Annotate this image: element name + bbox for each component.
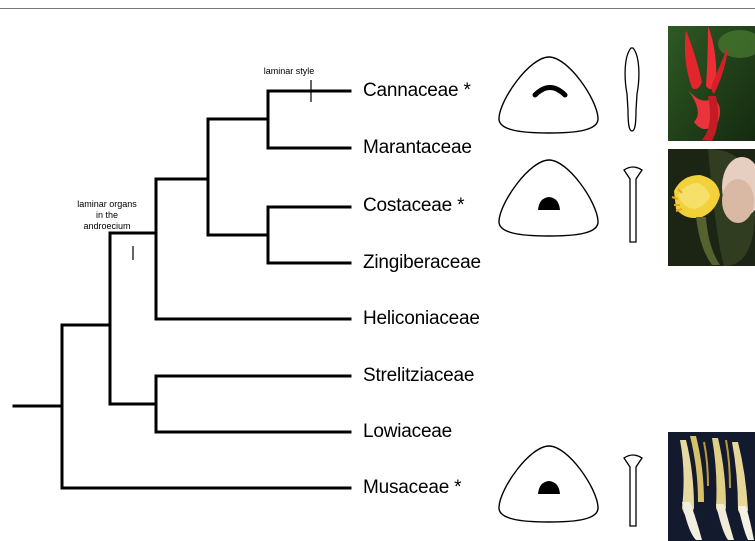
taxon-label-zingiberaceae: Zingiberaceae — [363, 252, 481, 274]
taxon-label-strelitziaceae: Strelitziaceae — [363, 365, 474, 387]
taxon-label-cannaceae: Cannaceae * — [363, 80, 471, 102]
taxon-label-musaceae: Musaceae * — [363, 477, 461, 499]
photo-costus-flower — [668, 149, 755, 266]
taxon-label-heliconiaceae: Heliconiaceae — [363, 308, 480, 330]
taxon-label-lowiaceae: Lowiaceae — [363, 421, 452, 443]
style-outline-musaceae — [624, 455, 642, 526]
style-outline-costaceae — [624, 167, 642, 242]
ovary-section-cannaceae — [499, 57, 598, 133]
taxon-label-marantaceae: Marantaceae — [363, 137, 472, 159]
photo-musa-flowers — [668, 432, 755, 541]
annotation-laminar-style: laminar style — [253, 66, 325, 77]
annotation-laminar-organs: laminar organs in the androecium — [74, 199, 140, 232]
taxon-label-costaceae: Costaceae * — [363, 195, 464, 217]
style-outline-cannaceae — [625, 48, 639, 131]
photo-canna-flower — [668, 26, 755, 141]
